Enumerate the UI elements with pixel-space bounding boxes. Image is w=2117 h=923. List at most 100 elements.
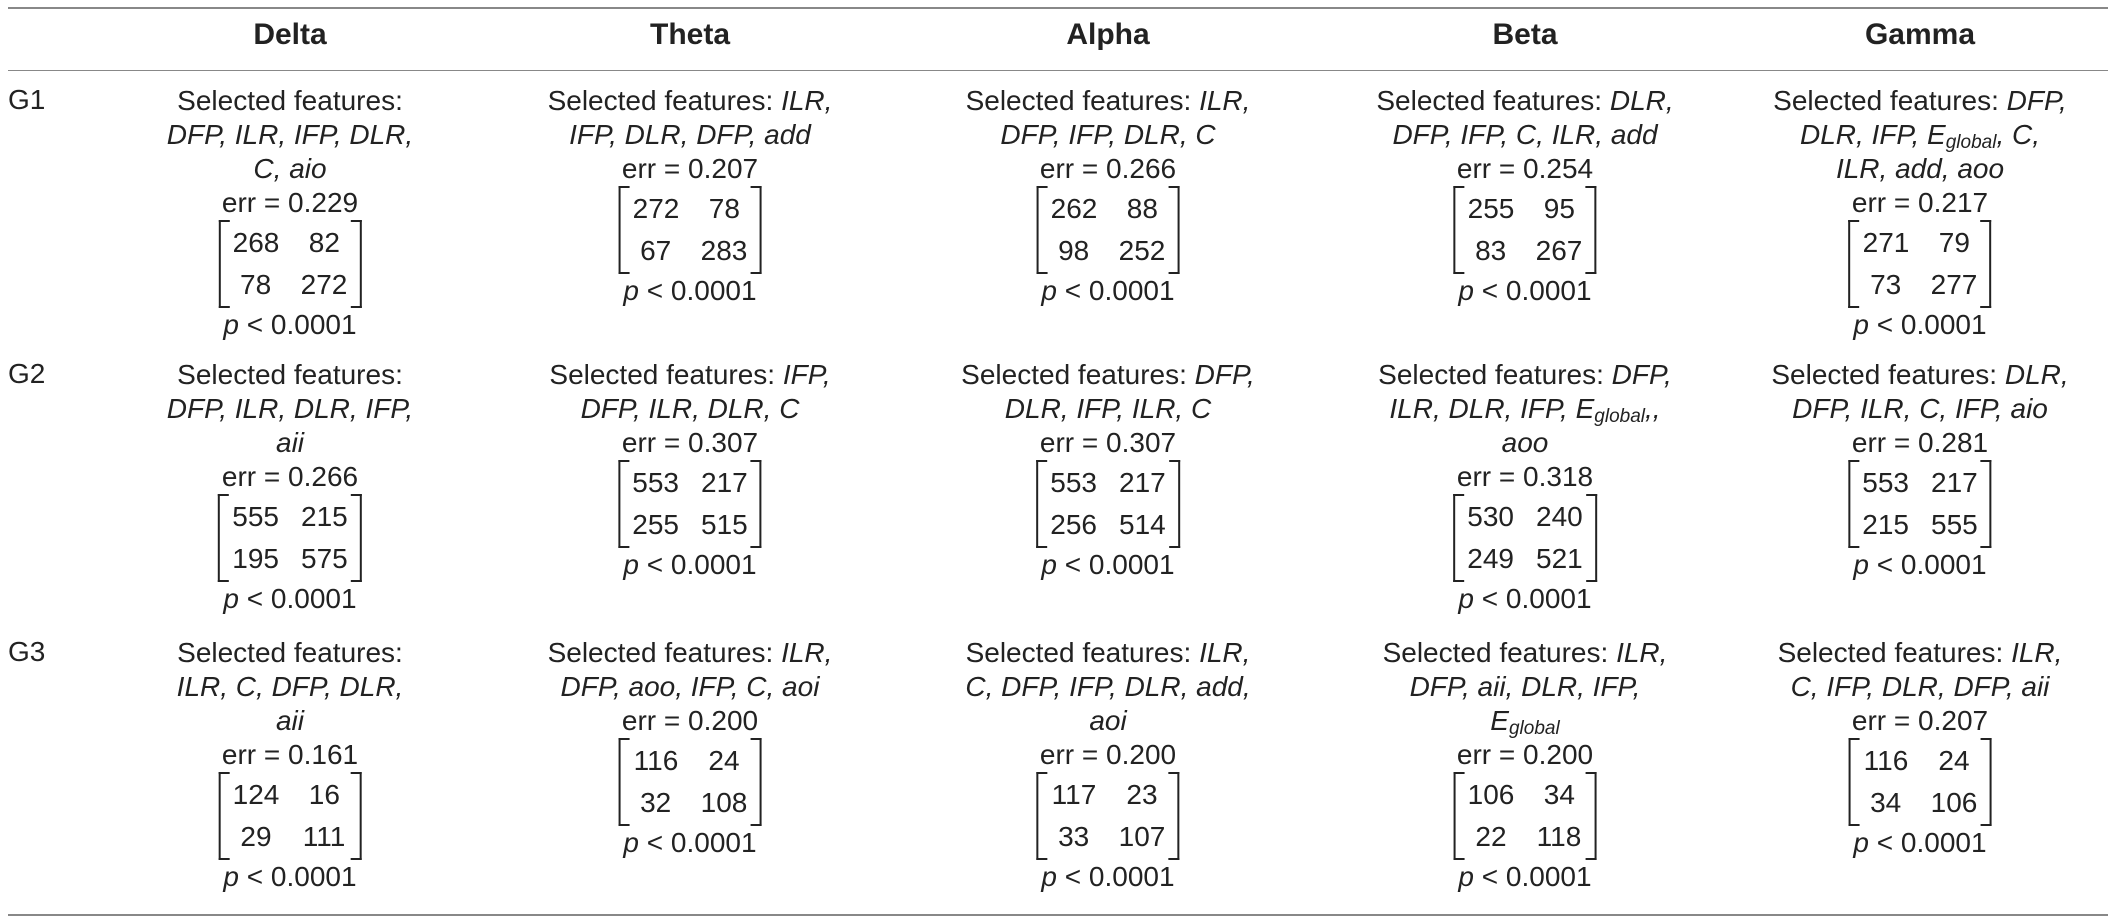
selected-features-line: DFP, ILR, DLR, IFP, — [166, 393, 414, 424]
table-header-rule — [8, 70, 2108, 71]
selected-features-line: Selected features: ILR, — [1382, 637, 1668, 668]
matrix-value: 83 — [1475, 235, 1507, 266]
selected-features-line: Selected features: DLR, — [1771, 359, 2069, 390]
selected-features-line: Selected features: — [177, 359, 403, 390]
cell-g2-delta: Selected features:DFP, ILR, DLR, IFP,aii… — [167, 358, 413, 616]
matrix-value: 277 — [1930, 269, 1978, 300]
matrix-value: 22 — [1475, 821, 1507, 852]
matrix-value: 215 — [1862, 509, 1909, 540]
p-value: p < 0.0001 — [1041, 549, 1175, 580]
selected-features-line: aii — [275, 427, 305, 458]
matrix-value: 195 — [232, 543, 279, 574]
matrix-value: 24 — [1938, 745, 1970, 776]
cell-g3-theta: Selected features: ILR,DFP, aoo, IFP, C,… — [548, 636, 833, 860]
selected-features-line: ILR, C, DFP, DLR, — [176, 671, 404, 702]
cell-g2-beta: Selected features: DFP,ILR, DLR, IFP, Eg… — [1378, 358, 1672, 616]
selected-features-line: Selected features: — [177, 85, 403, 116]
p-value: p < 0.0001 — [1458, 275, 1592, 306]
matrix-value: 23 — [1126, 779, 1158, 810]
cell-g1-beta: Selected features: DLR,DFP, IFP, C, ILR,… — [1376, 84, 1673, 308]
cell-g3-beta: Selected features: ILR,DFP, aii, DLR, IF… — [1383, 636, 1668, 894]
p-value: p < 0.0001 — [223, 583, 357, 614]
error-rate: err = 0.161 — [221, 739, 359, 770]
matrix-value: 106 — [1467, 779, 1515, 810]
cell-g1-delta: Selected features:DFP, ILR, IFP, DLR,C, … — [167, 84, 413, 342]
p-value: p < 0.0001 — [1853, 549, 1987, 580]
matrix-value: 255 — [632, 509, 679, 540]
selected-features-line: ILR, add, aoo — [1835, 153, 2005, 184]
matrix-value: 117 — [1051, 779, 1097, 810]
error-rate: err = 0.266 — [221, 461, 359, 492]
cell-g1-gamma: Selected features: DFP,DLR, IFP, Eglobal… — [1773, 84, 2067, 342]
selected-features-line: DFP, ILR, C, IFP, aio — [1792, 393, 2048, 424]
error-rate: err = 0.207 — [1851, 705, 1989, 736]
matrix-value: 106 — [1930, 787, 1978, 818]
selected-features-line: DFP, ILR, IFP, DLR, — [166, 119, 414, 150]
selected-features-line: Selected features: DFP, — [1773, 85, 2067, 116]
column-header-beta: Beta — [1492, 18, 1558, 51]
selected-features-line: DLR, IFP, ILR, C — [1004, 393, 1212, 424]
error-rate: err = 0.200 — [1456, 739, 1594, 770]
matrix-value: 32 — [640, 787, 672, 818]
selected-features-line: Selected features: DFP, — [1378, 359, 1672, 390]
selected-features-line: Eglobal — [1490, 705, 1560, 739]
selected-features-line: Selected features: ILR, — [547, 85, 833, 116]
matrix-value: 271 — [1862, 227, 1910, 258]
matrix-value: 108 — [700, 787, 748, 818]
matrix-value: 283 — [700, 235, 748, 266]
error-rate: err = 0.254 — [1456, 153, 1594, 184]
error-rate: err = 0.229 — [221, 187, 359, 218]
selected-features-line: aoi — [1089, 705, 1127, 736]
selected-features-line: DFP, aoo, IFP, C, aoi — [560, 671, 820, 702]
selected-features-line: ILR, DLR, IFP, Eglobal,, — [1389, 393, 1661, 427]
row-label-g3: G3 — [8, 636, 46, 667]
error-rate: err = 0.217 — [1851, 187, 1989, 218]
selected-features-line: IFP, DLR, DFP, add — [569, 119, 811, 150]
matrix-value: 78 — [240, 269, 272, 300]
selected-features-line: Selected features: DLR, — [1376, 85, 1674, 116]
matrix-value: 116 — [633, 745, 679, 776]
matrix-value: 555 — [1931, 509, 1978, 540]
matrix-value: 217 — [1931, 467, 1978, 498]
matrix-value: 555 — [232, 501, 279, 532]
column-header-theta: Theta — [649, 18, 731, 51]
p-value: p < 0.0001 — [1458, 861, 1592, 892]
error-rate: err = 0.307 — [621, 427, 759, 458]
matrix-value: 240 — [1536, 501, 1583, 532]
p-value: p < 0.0001 — [623, 275, 757, 306]
selected-features-line: Selected features: DFP, — [961, 359, 1255, 390]
matrix-value: 553 — [1050, 467, 1097, 498]
matrix-value: 553 — [632, 467, 679, 498]
selected-features-line: DFP, IFP, C, ILR, add — [1392, 119, 1658, 150]
matrix-value: 111 — [302, 821, 346, 852]
matrix-value: 34 — [1870, 787, 1902, 818]
selected-features-line: C, IFP, DLR, DFP, aii — [1790, 671, 2050, 702]
matrix-value: 217 — [1119, 467, 1166, 498]
matrix-value: 29 — [240, 821, 272, 852]
matrix-value: 267 — [1535, 235, 1583, 266]
error-rate: err = 0.200 — [621, 705, 759, 736]
matrix-value: 521 — [1536, 543, 1583, 574]
column-header-gamma: Gamma — [1864, 18, 1976, 51]
selected-features-line: Selected features: ILR, — [965, 85, 1251, 116]
matrix-value: 33 — [1058, 821, 1090, 852]
matrix-value: 98 — [1058, 235, 1090, 266]
selected-features-line: DFP, aii, DLR, IFP, — [1409, 671, 1641, 702]
selected-features-line: C, aio — [253, 153, 327, 184]
p-value: p < 0.0001 — [1853, 309, 1987, 340]
matrix-value: 514 — [1119, 509, 1166, 540]
matrix-value: 255 — [1467, 193, 1515, 224]
matrix-value: 34 — [1543, 779, 1575, 810]
cell-g1-theta: Selected features: ILR,IFP, DLR, DFP, ad… — [548, 84, 833, 308]
matrix-value: 82 — [308, 227, 340, 258]
matrix-value: 515 — [701, 509, 748, 540]
matrix-value: 88 — [1126, 193, 1158, 224]
